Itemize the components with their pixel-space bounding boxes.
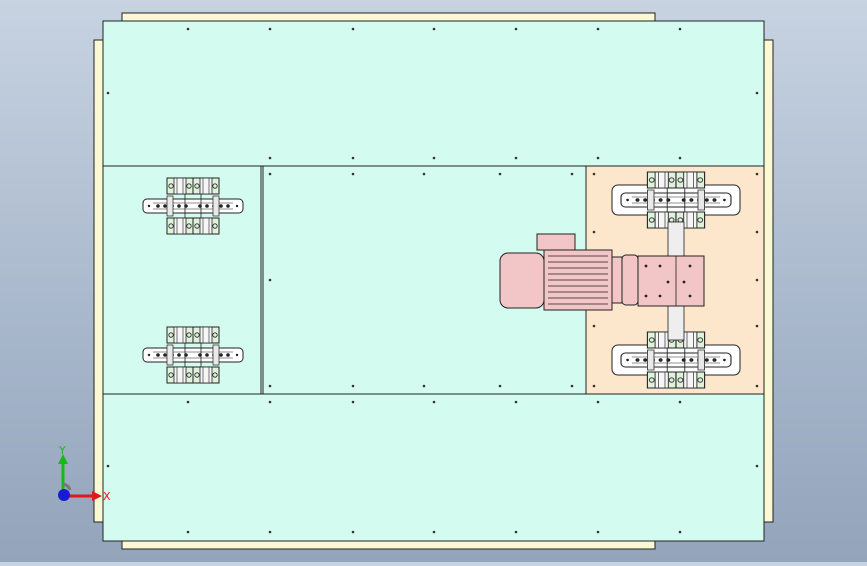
coordinate-triad: Y X — [48, 440, 118, 510]
y-axis-label: Y — [58, 444, 66, 457]
gear-motor — [499, 233, 705, 311]
x-axis-label: X — [103, 490, 111, 503]
conveyor-unit-right-top — [611, 172, 741, 228]
conveyor-unit-right-bottom — [611, 332, 741, 388]
triad-axes: Y X — [58, 444, 111, 503]
frame-top-strip — [121, 12, 656, 22]
